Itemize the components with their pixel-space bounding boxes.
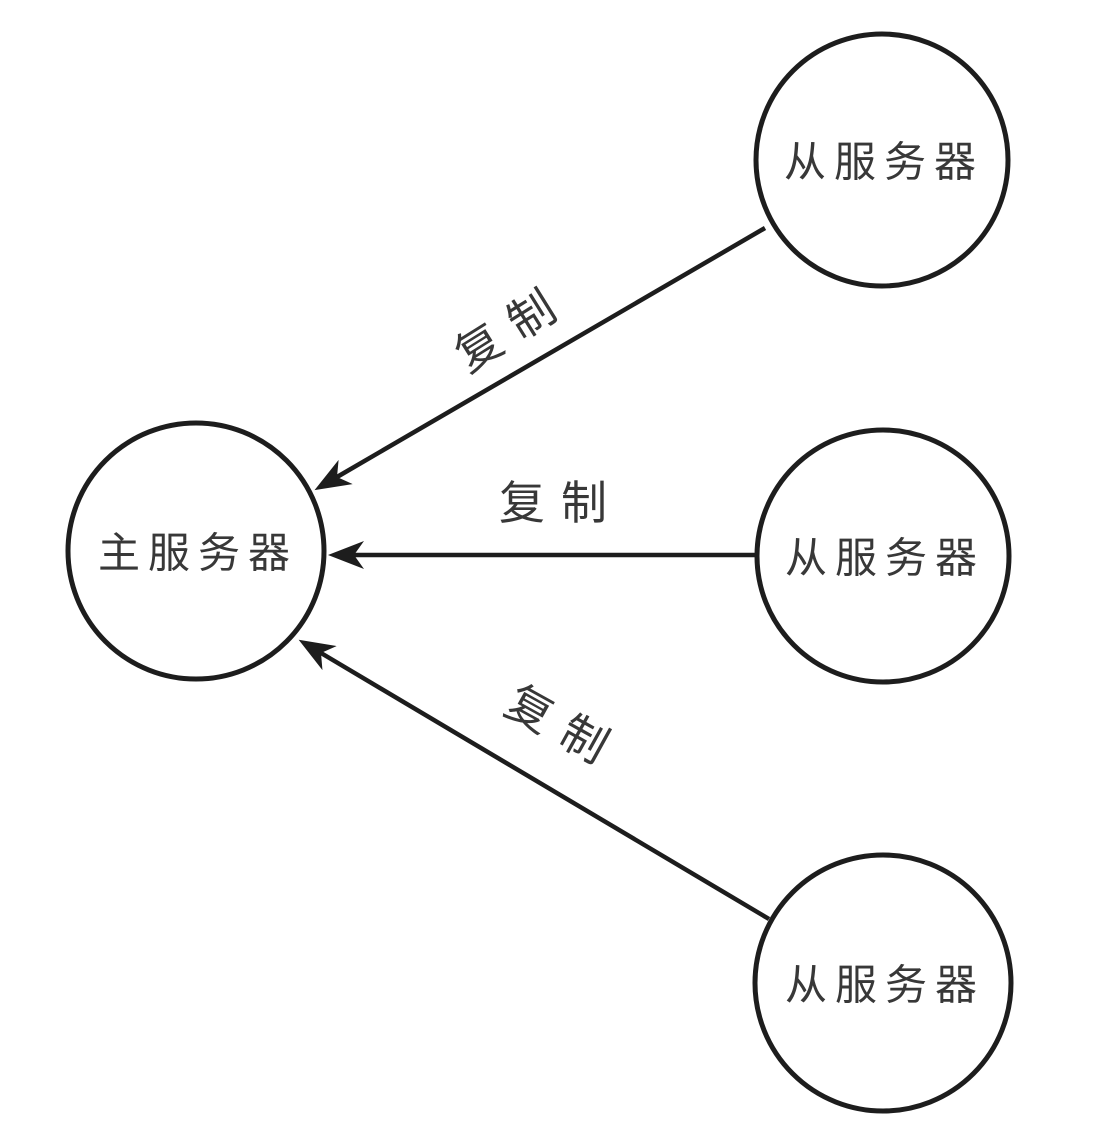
edge-slave-bottom-to-master — [298, 639, 771, 921]
slave-server-bottom-label: 从服务器 — [785, 961, 985, 1010]
edge-label-replicate-top: 复制 — [445, 271, 579, 383]
slave-server-top-circle — [753, 31, 1011, 289]
node-slave-server-top: 从服务器 — [753, 31, 1011, 289]
master-server-label: 主服务器 — [98, 529, 298, 578]
edge-label-replicate-middle: 复制 — [499, 476, 623, 530]
edge-slave-top-to-master — [314, 226, 767, 491]
node-master-server: 主服务器 — [65, 420, 327, 682]
slave-server-middle-circle — [754, 427, 1012, 685]
edge-label-replicate-bottom: 复制 — [497, 674, 632, 781]
master-server-circle — [65, 420, 327, 682]
slave-server-top-label: 从服务器 — [784, 138, 984, 187]
slave-server-bottom-circle — [752, 852, 1014, 1114]
slave-server-middle-label: 从服务器 — [785, 534, 985, 583]
node-slave-server-bottom: 从服务器 — [752, 852, 1014, 1114]
node-slave-server-middle: 从服务器 — [754, 427, 1012, 685]
